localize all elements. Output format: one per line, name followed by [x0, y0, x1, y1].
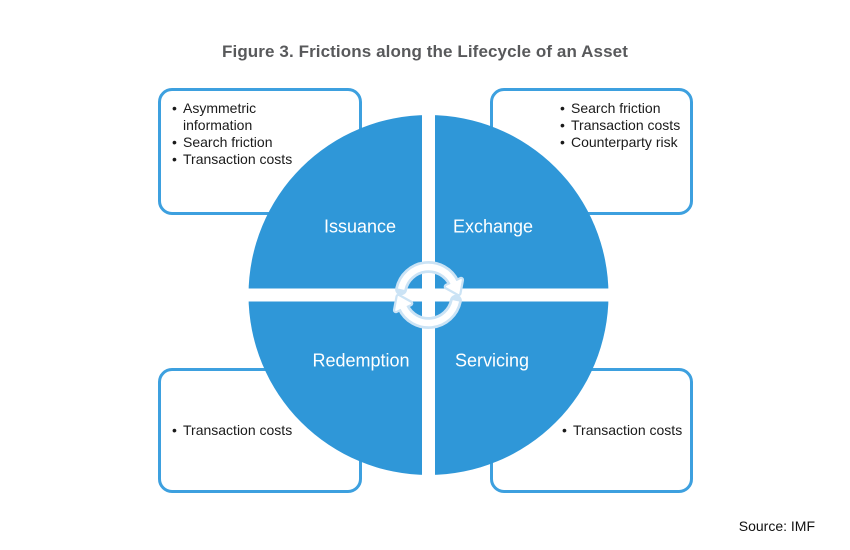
friction-item: Transaction costs	[171, 422, 292, 439]
friction-item: Transaction costs	[559, 117, 690, 134]
issuance-frictions-list: Asymmetric information Search friction T…	[171, 100, 301, 168]
quadrant-label-exchange: Exchange	[452, 216, 534, 237]
friction-item: Search friction	[559, 100, 690, 117]
quadrant-label-issuance: Issuance	[323, 216, 397, 237]
friction-item: Asymmetric information	[171, 100, 301, 134]
servicing-frictions-list: Transaction costs	[561, 422, 682, 439]
friction-item: Transaction costs	[561, 422, 682, 439]
friction-item: Transaction costs	[171, 151, 301, 168]
friction-item: Counterparty risk	[559, 134, 690, 151]
friction-item: Search friction	[171, 134, 301, 151]
quadrant-label-redemption: Redemption	[312, 350, 410, 371]
source-note: Source: IMF	[738, 518, 815, 534]
redemption-frictions-list: Transaction costs	[171, 422, 292, 439]
quadrant-label-servicing: Servicing	[454, 350, 530, 371]
cycle-arrows-icon	[392, 261, 465, 329]
quadrant-divider-horizontal	[244, 288, 613, 302]
figure-title: Figure 3. Frictions along the Lifecycle …	[222, 42, 628, 61]
exchange-frictions-list: Search friction Transaction costs Counte…	[559, 100, 690, 151]
